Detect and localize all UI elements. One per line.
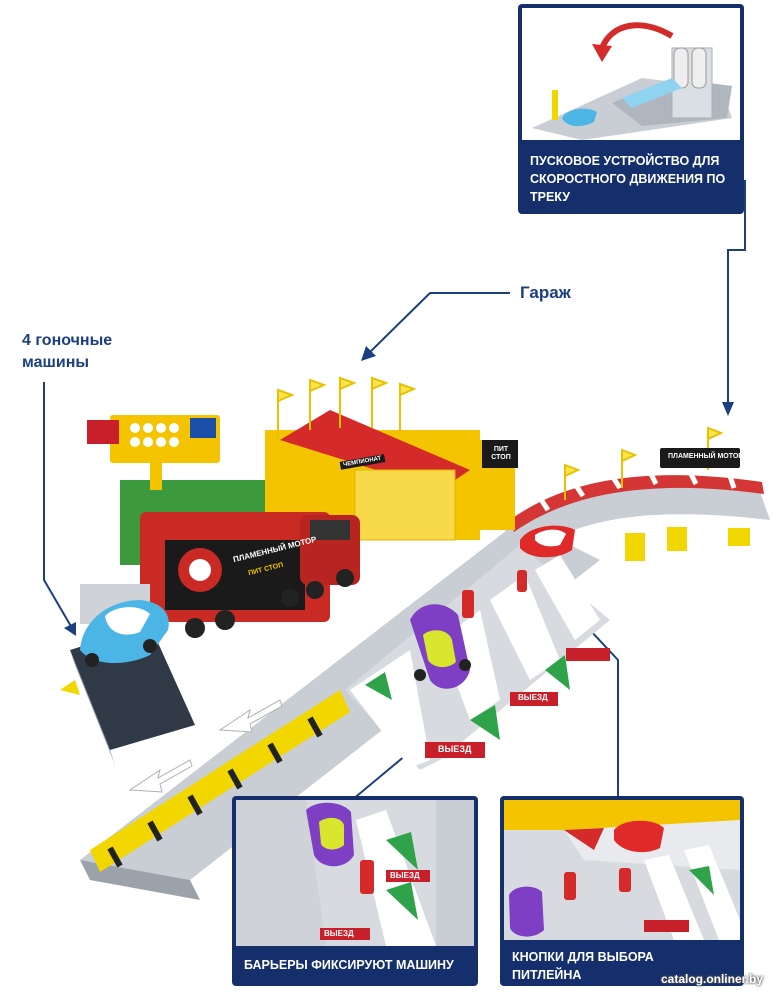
pit-tower-sign: ПИТ СТОП xyxy=(491,446,511,461)
barriers-card: ВЫЕЗД ВЫЕЗД БАРЬЕРЫ ФИКСИРУЮТ МАШИНУ xyxy=(232,796,478,986)
curved-ramp xyxy=(505,426,770,561)
track-sign-board xyxy=(660,448,740,468)
purple-car xyxy=(410,604,471,689)
pit-red-car xyxy=(614,820,664,853)
barriers-exit-sign: ВЫЕЗД xyxy=(390,871,420,880)
garage-callout: Гараж xyxy=(520,283,571,302)
race-cars xyxy=(80,525,575,689)
arrow-cars xyxy=(43,382,73,629)
pit-buttons-photo xyxy=(504,800,740,940)
launcher-car xyxy=(562,108,597,127)
exit-sign-main: ВЫЕЗД xyxy=(438,744,472,754)
arrow-garage xyxy=(367,292,510,355)
arrow-cars-head xyxy=(64,622,76,636)
barriers-photo xyxy=(236,800,474,946)
pit-button-2 xyxy=(619,868,631,892)
barrier-post xyxy=(360,860,374,894)
track-sign-label: ПЛАМЕННЫЙ МОТОР xyxy=(668,453,743,460)
launcher-photo xyxy=(522,8,740,140)
pit-lane xyxy=(345,545,610,770)
launcher-card: ПУСКОВОЕ УСТРОЙСТВО ДЛЯ СКОРОСТНОГО ДВИЖ… xyxy=(518,4,744,214)
launcher-caption: ПУСКОВОЕ УСТРОЙСТВО ДЛЯ СКОРОСТНОГО ДВИЖ… xyxy=(530,154,726,205)
arrow-garage-head xyxy=(361,346,376,361)
cars-callout: 4 гоночные машины xyxy=(22,332,113,371)
launcher-illustration xyxy=(532,22,732,140)
blue-car xyxy=(80,600,169,667)
pit-buttons-illustration xyxy=(504,800,740,940)
barriers-exit-sign-2: ВЫЕЗД xyxy=(324,929,354,938)
barriers-caption: БАРЬЕРЫ ФИКСИРУЮТ МАШИНУ xyxy=(244,958,454,972)
launcher-arrow xyxy=(599,22,674,50)
pit-buttons-caption: КНОПКИ ДЛЯ ВЫБОРА ПИТЛЕЙНА xyxy=(512,950,654,983)
arrow-launcher-head xyxy=(722,402,734,416)
truck xyxy=(140,512,360,638)
pit-buttons-card: КНОПКИ ДЛЯ ВЫБОРА ПИТЛЕЙНА xyxy=(500,796,744,986)
watermark: catalog.onliner.by xyxy=(660,972,763,986)
pit-button-1 xyxy=(564,872,576,900)
red-car xyxy=(520,525,575,558)
arrow-launcher xyxy=(727,180,746,410)
barriers-illustration xyxy=(236,800,474,946)
exit-sign-second: ВЫЕЗД xyxy=(518,693,548,702)
